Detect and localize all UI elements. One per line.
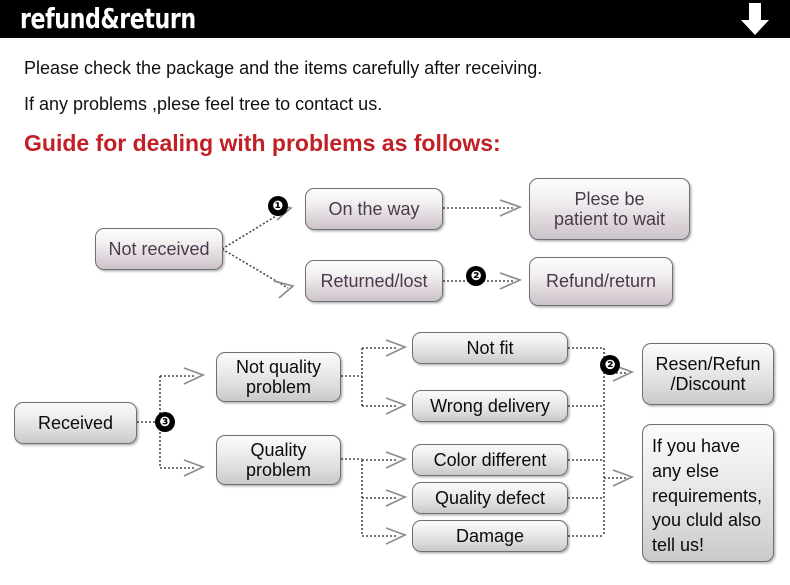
intro-line-2: If any problems ,plese feel tree to cont…	[24, 94, 383, 114]
down-arrow-icon	[741, 3, 769, 35]
header-bar: refund&return	[0, 0, 790, 38]
flow-box-quality-problem[interactable]: Quality problem	[216, 435, 341, 485]
flow-box-returned-lost[interactable]: Returned/lost	[305, 260, 443, 302]
badge-step-3: ❸	[155, 412, 175, 432]
flow-box-quality-defect[interactable]: Quality defect	[412, 482, 568, 514]
badge-step-2: ❷	[466, 266, 486, 286]
flow-box-not-fit[interactable]: Not fit	[412, 332, 568, 364]
flow-box-contact-note[interactable]: If you have any else requirements, you c…	[642, 424, 774, 562]
flow-box-wrong-delivery[interactable]: Wrong delivery	[412, 390, 568, 422]
badge-step-1: ❶	[268, 196, 288, 216]
flow-box-refund-return[interactable]: Refund/return	[529, 257, 673, 306]
flow-box-not-received[interactable]: Not received	[95, 228, 223, 270]
intro-line-1: Please check the package and the items c…	[24, 58, 543, 78]
guide-heading: Guide for dealing with problems as follo…	[24, 130, 501, 156]
flow-box-damage[interactable]: Damage	[412, 520, 568, 552]
flow-box-color-different[interactable]: Color different	[412, 444, 568, 476]
flow-box-received[interactable]: Received	[14, 402, 137, 444]
badge-outcome-2: ❷	[600, 355, 620, 375]
flow-box-on-the-way[interactable]: On the way	[305, 188, 443, 230]
page-title: refund&return	[20, 2, 196, 35]
flow-box-please-be-patient[interactable]: Plese be patient to wait	[529, 178, 690, 240]
flow-box-not-quality-problem[interactable]: Not quality problem	[216, 352, 341, 402]
flow-box-resend-refund-discount[interactable]: Resen/Refun /Discount	[642, 343, 774, 405]
